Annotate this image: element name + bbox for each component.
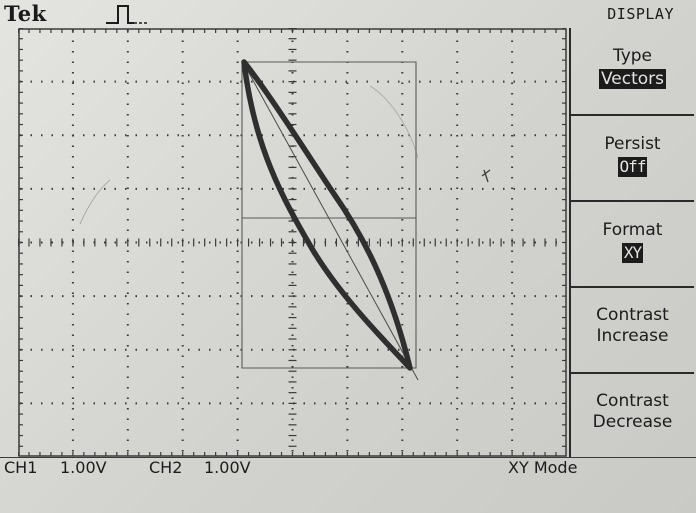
menu-contrast-decrease-label: Contrast xyxy=(596,391,669,411)
display-menu: Type Vectors Persist Off Format XY Contr… xyxy=(569,28,694,458)
menu-type-value: Vectors xyxy=(598,69,667,89)
menu-format-value: XY xyxy=(621,243,644,263)
menu-type[interactable]: Type Vectors xyxy=(571,28,694,114)
menu-type-label: Type xyxy=(612,46,653,66)
menu-contrast-increase[interactable]: Contrast Increase xyxy=(571,286,694,372)
ch2-label: CH2 xyxy=(149,458,183,477)
graticule xyxy=(18,28,567,457)
menu-contrast-increase-label: Contrast xyxy=(596,305,669,325)
pulse-trigger-icon xyxy=(106,5,147,24)
menu-persist[interactable]: Persist Off xyxy=(571,114,694,200)
menu-contrast-decrease[interactable]: Contrast Decrease xyxy=(571,372,694,458)
ch2-scale: 1.00V xyxy=(204,458,251,477)
xy-trace xyxy=(241,59,413,371)
menu-format-label: Format xyxy=(602,220,663,240)
menu-contrast-increase-label2: Increase xyxy=(596,326,669,346)
menu-persist-label: Persist xyxy=(604,134,661,154)
menu-title: DISPLAY xyxy=(607,5,674,23)
brand-logo: Tek xyxy=(4,1,47,26)
ch1-label: CH1 xyxy=(4,458,38,477)
menu-contrast-decrease-label2: Decrease xyxy=(592,412,673,432)
xy-mode-indicator: XY Mode xyxy=(508,458,578,477)
menu-format[interactable]: Format XY xyxy=(571,200,694,286)
menu-persist-value: Off xyxy=(617,157,648,177)
status-divider xyxy=(0,457,696,458)
ch1-scale: 1.00V xyxy=(60,458,107,477)
